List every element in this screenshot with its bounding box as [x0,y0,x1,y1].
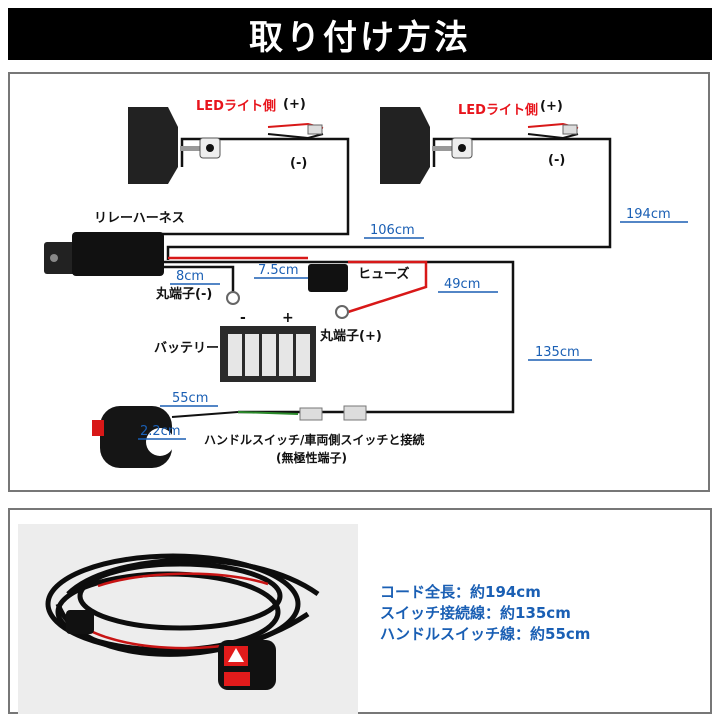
spec-switch-wire: スイッチ接続線：約135cm [380,604,571,622]
len-194-label: 194cm [626,207,671,222]
wires-red [168,256,428,314]
led-right-minus: (-) [548,153,565,168]
switch-label-line1: ハンドルスイッチ/車両側スイッチと接続 [204,432,424,447]
len-135-label: 135cm [535,345,580,360]
battery-label: バッテリー [154,341,219,356]
ring-terminal-plus [335,305,349,319]
led-right-plus: (+) [540,99,563,114]
handle-switch [92,405,367,468]
led-left-label: LEDライト側 [196,98,276,114]
len-8-label: 8cm [176,269,204,284]
len-55-label: 55cm [172,391,208,406]
relay-label: リレーハーネス [94,211,185,226]
spec-frame [8,508,712,714]
led-left-minus: (-) [290,156,307,171]
len-49-label: 49cm [444,277,480,292]
product-photo [45,553,320,690]
terminal-minus-label: 丸端子(-) [155,286,212,302]
switch-label-line2: (無極性端子) [276,450,347,465]
led-light-left [128,107,324,184]
terminal-plus-label: 丸端子(+) [319,328,382,344]
fuse-body [308,264,348,292]
battery-minus-sign: - [240,310,246,326]
wiring-diagram: LEDライト側 (+) (-) LEDライト側 (+) (-) 106cm 19… [44,97,688,468]
spec-list: コード全長：約194cm スイッチ接続線：約135cm ハンドルスイッチ線：約5… [380,582,590,645]
ring-terminal-minus [226,282,240,305]
battery-plus-sign: + [282,310,294,326]
relay [44,232,164,276]
battery [220,326,316,382]
len-106-label: 106cm [370,223,415,238]
len-7-5-label: 7.5cm [258,263,299,278]
diagram-frame [8,72,710,492]
title-bar: 取り付け方法 [8,8,712,60]
led-right-label: LEDライト側 [458,102,538,118]
led-light-right [380,107,579,184]
switch-in-photo [218,640,276,690]
page-title: 取り付け方法 [249,17,471,58]
len-2-2-label: 2.2cm [140,424,181,439]
spec-handle-wire: ハンドルスイッチ線：約55cm [380,625,591,643]
fuse-label: ヒューズ [358,266,409,282]
spec-cord-total: コード全長：約194cm [380,583,541,601]
led-left-plus: (+) [283,97,306,112]
